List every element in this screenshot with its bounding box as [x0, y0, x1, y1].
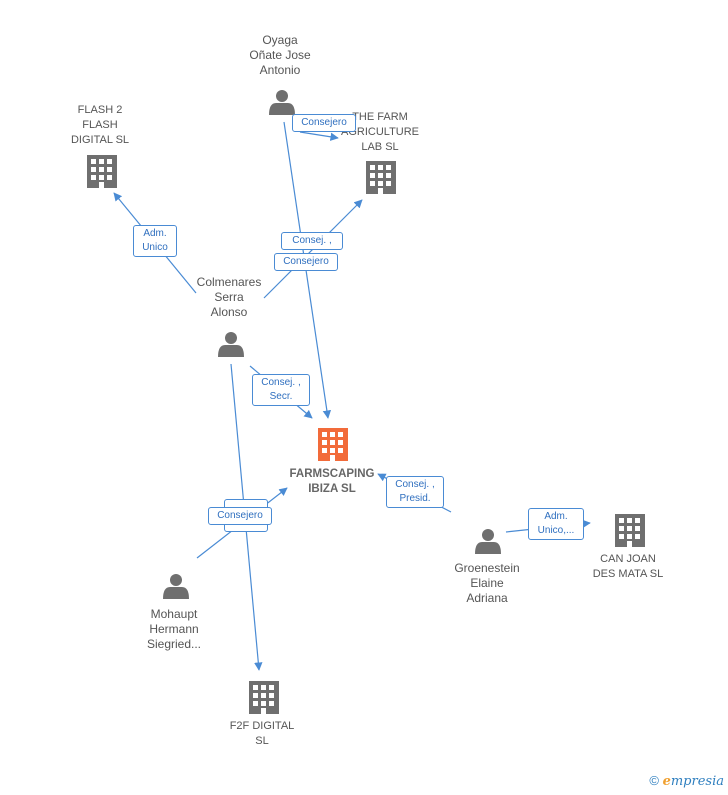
footer-brand: © empresia: [649, 773, 724, 789]
node-label-farmscaping[interactable]: FARMSCAPING IBIZA SL: [289, 468, 375, 495]
node-label-mohaupt[interactable]: Mohaupt Hermann Siegried...: [146, 607, 202, 651]
node-label-flash2[interactable]: FLASH 2 FLASH DIGITAL SL: [70, 104, 130, 146]
role-badge[interactable]: Consejero: [292, 114, 356, 132]
role-badge[interactable]: Consej. , Secr.: [252, 374, 310, 406]
person-icon[interactable]: [475, 529, 501, 554]
role-badge[interactable]: Consej. , Presid.: [386, 476, 444, 508]
role-badge[interactable]: Consej. ,: [281, 232, 343, 250]
node-label-farm-lab[interactable]: THE FARM AGRICULTURE LAB SL: [340, 111, 420, 153]
role-badge[interactable]: Consejero: [274, 253, 338, 271]
person-icon[interactable]: [163, 574, 189, 599]
person-icon[interactable]: [269, 90, 295, 115]
person-icon[interactable]: [218, 332, 244, 357]
edge-oyaga-farmlab: [299, 131, 339, 141]
copyright-icon: ©: [649, 773, 659, 788]
node-label-colmenares[interactable]: Colmenares Serra Alonso: [196, 275, 262, 319]
node-label-groenestein[interactable]: Groenestein Elaine Adriana: [454, 561, 520, 605]
node-label-f2f[interactable]: F2F DIGITAL SL: [229, 720, 295, 747]
building-icon[interactable]: [615, 514, 645, 547]
role-badge[interactable]: Adm. Unico: [133, 225, 177, 257]
building-icon[interactable]: [249, 681, 279, 714]
node-label-oyaga[interactable]: Oyaga Oñate Jose Antonio: [249, 33, 311, 77]
building-icon[interactable]: [87, 155, 117, 188]
building-icon[interactable]: [366, 161, 396, 194]
node-label-can-joan[interactable]: CAN JOAN DES MATA SL: [592, 553, 664, 580]
role-badge[interactable]: Adm. Unico,...: [528, 508, 584, 540]
focus-building-icon[interactable]: [318, 428, 348, 461]
role-badge[interactable]: Consejero: [208, 507, 272, 525]
brand-logo[interactable]: empresia: [662, 774, 724, 789]
